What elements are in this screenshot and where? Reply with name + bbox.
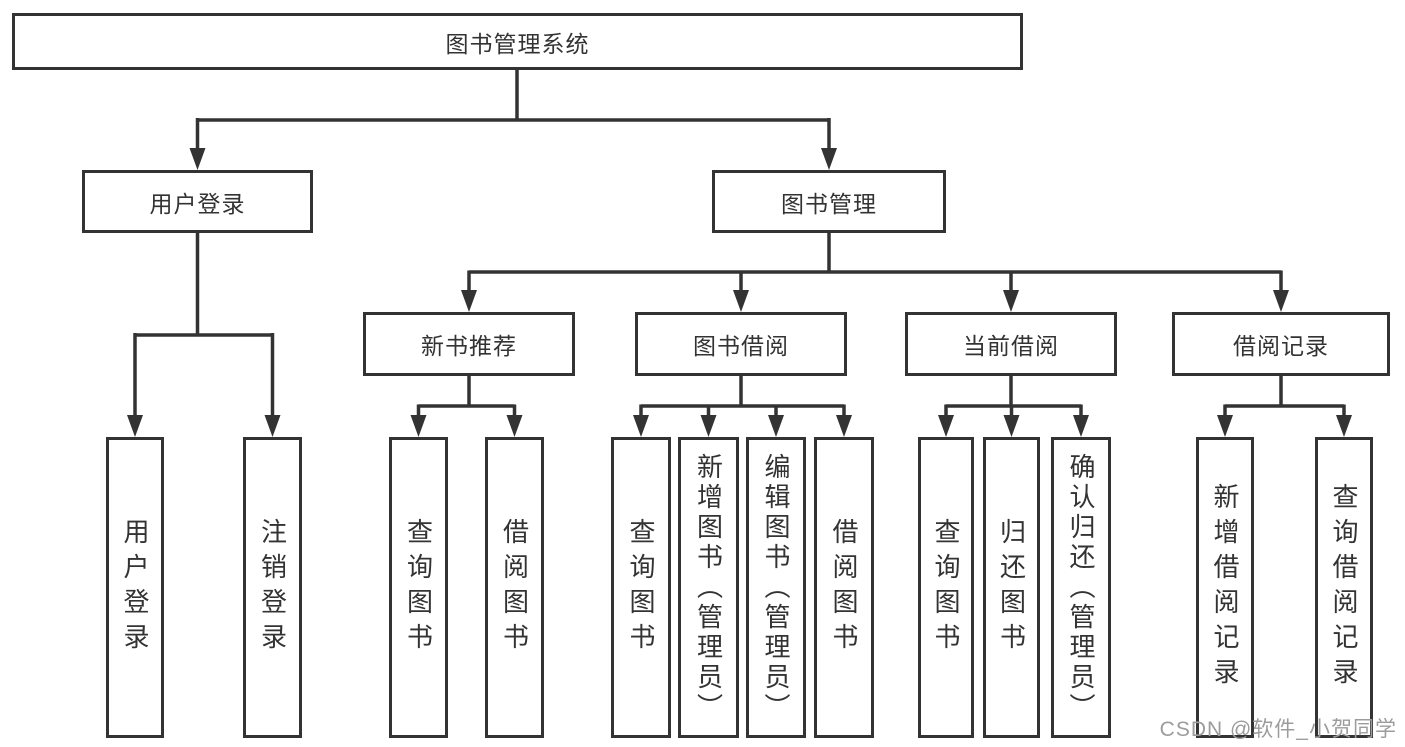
arrowheads [127, 148, 1352, 437]
node-user-login-action: 用户登录 [106, 437, 164, 738]
node-cb-confirm-return-admin: 确认归还（管理员） [1051, 437, 1111, 738]
node-bb-edit-books-admin: 编辑图书（管理员） [746, 437, 806, 738]
node-rec-borrow-books: 借阅图书 [485, 437, 544, 738]
csdn-watermark: CSDN @软件_小贺同学 [1159, 718, 1397, 741]
node-br-query-record: 查询借阅记录 [1315, 437, 1373, 738]
node-bb-query-books: 查询图书 [611, 437, 671, 738]
node-book-borrowing: 图书借阅 [635, 312, 847, 376]
node-br-add-record: 新增借阅记录 [1196, 437, 1254, 738]
node-new-book-recommendation: 新书推荐 [363, 312, 575, 376]
node-logout-action: 注销登录 [243, 437, 302, 738]
node-rec-query-books: 查询图书 [389, 437, 448, 738]
node-cb-query-books: 查询图书 [918, 437, 974, 738]
node-current-borrowing: 当前借阅 [905, 312, 1117, 376]
node-bb-borrow-books: 借阅图书 [814, 437, 874, 738]
node-book-management: 图书管理 [712, 170, 946, 233]
node-user-login: 用户登录 [82, 170, 313, 233]
node-borrowing-records: 借阅记录 [1172, 312, 1390, 376]
node-bb-add-books-admin: 新增图书（管理员） [678, 437, 739, 738]
node-cb-return-books: 归还图书 [983, 437, 1040, 738]
tree-edges [133, 70, 1346, 417]
node-library-management-system: 图书管理系统 [12, 13, 1023, 70]
